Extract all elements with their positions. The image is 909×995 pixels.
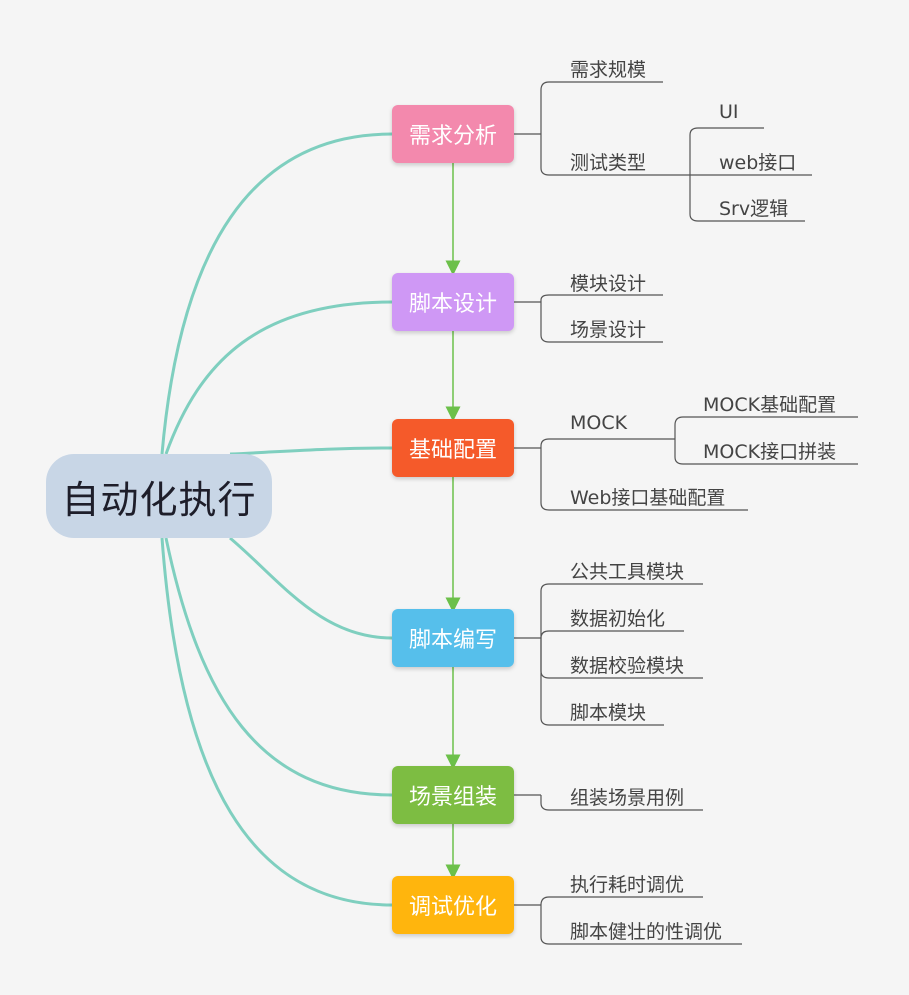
node-xuqiu-fenxi[interactable]: 需求分析	[392, 105, 514, 163]
root-topic[interactable]: 自动化执行	[46, 454, 272, 538]
leaf-gonggong-gongju[interactable]: 公共工具模块	[570, 561, 685, 583]
leaf-jianzhuang-tiaoyou[interactable]: 脚本健壮的性调优	[570, 921, 723, 943]
leaf-mock-jichu-peizhi[interactable]: MOCK基础配置	[703, 394, 837, 416]
node-tiaoshi-youhua[interactable]: 调试优化	[392, 876, 514, 934]
leaf-srv-luoji[interactable]: Srv逻辑	[719, 198, 789, 220]
curve-to-node-4	[229, 536, 393, 640]
leaf-mock-jiekou-pinzhuang[interactable]: MOCK接口拼装	[703, 441, 837, 463]
root-curves	[160, 132, 393, 907]
branch-lines	[514, 81, 858, 945]
curve-to-node-6	[160, 537, 393, 907]
leaf-mokuai-sheji[interactable]: 模块设计	[570, 273, 647, 295]
leaf-mock[interactable]: MOCK	[570, 412, 628, 434]
curve-to-node-2	[164, 300, 393, 455]
leaf-shuju-chushihua[interactable]: 数据初始化	[570, 608, 666, 630]
node-changjing-zuzhuang[interactable]: 场景组装	[392, 766, 514, 824]
curve-to-node-1	[160, 132, 393, 455]
leaf-haoshi-tiaoyou[interactable]: 执行耗时调优	[570, 874, 685, 896]
leaf-xuqiu-guimo[interactable]: 需求规模	[570, 59, 647, 81]
leaf-shuju-jiaoyan[interactable]: 数据校验模块	[570, 655, 685, 677]
leaf-zuzhuang-yongli[interactable]: 组装场景用例	[570, 787, 685, 809]
curve-to-node-3	[229, 446, 393, 456]
leaf-ceshi-leixing[interactable]: 测试类型	[570, 152, 647, 174]
leaf-web-jiekou[interactable]: web接口	[719, 152, 797, 174]
node-jiaoben-sheji[interactable]: 脚本设计	[392, 273, 514, 331]
node-jichu-peizhi[interactable]: 基础配置	[392, 419, 514, 477]
curve-to-node-5	[164, 537, 393, 797]
leaf-jiaoben-mokuai[interactable]: 脚本模块	[570, 702, 647, 724]
leaf-ui[interactable]: UI	[719, 101, 739, 123]
leaf-web-jiekou-jichu-peizhi[interactable]: Web接口基础配置	[570, 487, 726, 509]
leaf-changjing-sheji[interactable]: 场景设计	[570, 319, 647, 341]
node-jiaoben-bianxie[interactable]: 脚本编写	[392, 609, 514, 667]
